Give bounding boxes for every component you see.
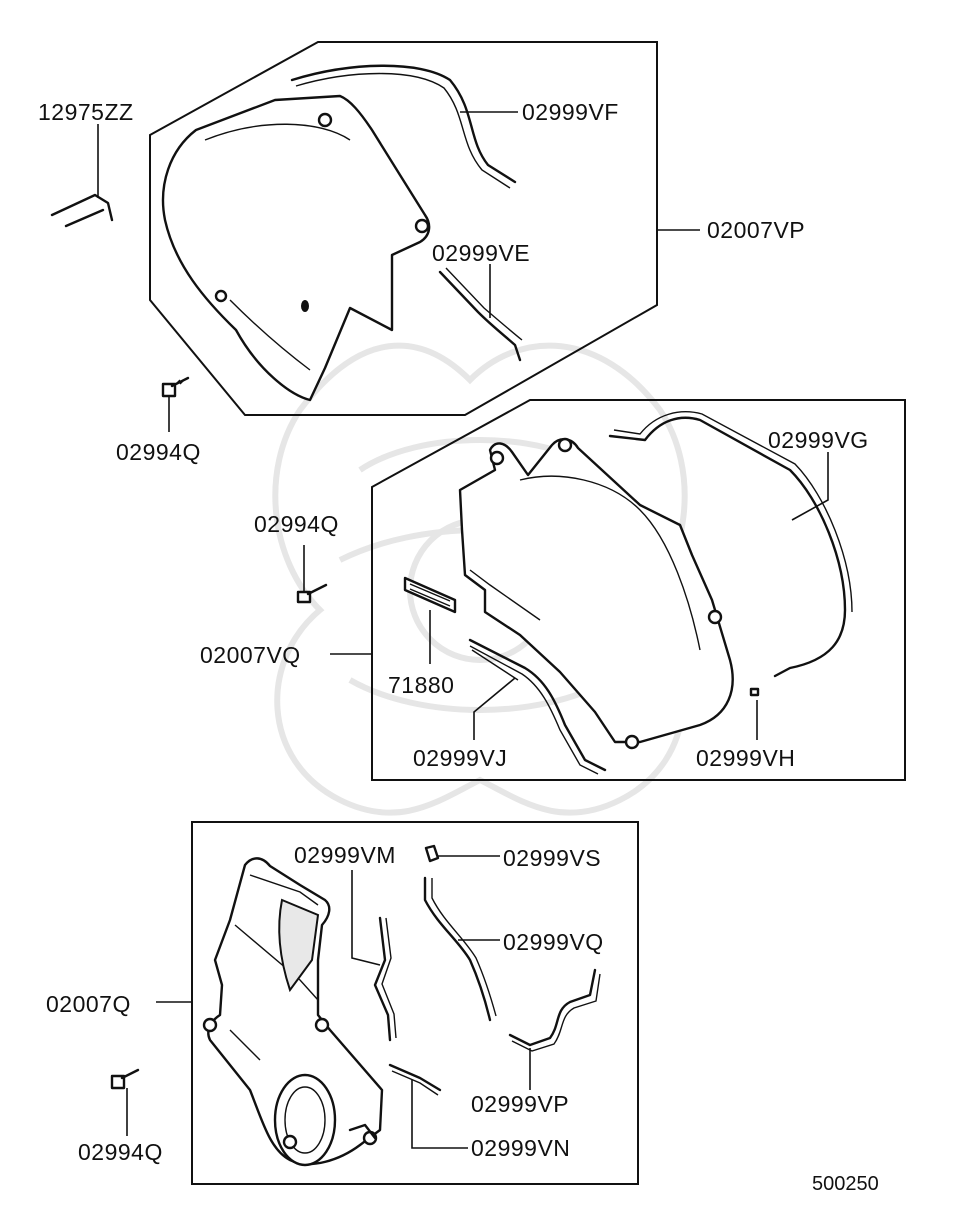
seal-02999VP [508,968,597,1047]
clip-02999VH [749,687,760,697]
cover-rib [278,898,320,993]
label-02999VQ: 02999VQ [503,929,604,955]
label-12975ZZ: 12975ZZ [38,99,134,125]
upper-cover-group: 12975ZZ 02999VF 02007VP 02999VE 02994Q [38,41,805,465]
upper-timing-cover [161,94,431,402]
bolt-02994Q-c [110,1068,140,1090]
middle-timing-cover [458,438,734,744]
label-plate-71880 [403,576,457,614]
middle-cover-frame [371,399,906,781]
seal-02999VG [608,416,847,678]
label-02999VJ: 02999VJ [413,745,507,771]
leader-02999VG [791,452,829,521]
label-02999VM: 02999VM [294,842,396,868]
label-02994Q-c: 02994Q [78,1139,163,1165]
clip-12975ZZ [50,193,114,228]
label-02994Q-b: 02994Q [254,511,339,537]
cover-hole [301,300,309,312]
seal-02999VE [438,270,522,362]
seal-02999VN [388,1063,442,1092]
label-02999VP: 02999VP [471,1091,569,1117]
bolt-hole [414,218,430,234]
label-02999VN: 02999VN [471,1135,570,1161]
label-02007Q: 02007Q [46,991,131,1017]
lower-cover-frame [191,821,639,1185]
label-71880: 71880 [388,672,454,698]
label-02999VG: 02999VG [768,427,869,453]
lower-cover-group: 02999VM 02999VS 02999VQ 02007Q 02999VP 0… [46,821,639,1185]
clip-02999VS [424,844,440,863]
upper-cover-frame [149,41,658,416]
leader-02999VN [411,1080,468,1149]
seal-02999VF [290,64,517,184]
label-02999VE: 02999VE [432,240,530,266]
label-02007VQ: 02007VQ [200,642,301,668]
label-02999VH: 02999VH [696,745,795,771]
bolt-02994Q-a [161,376,190,398]
leader-02999VJ [473,677,516,740]
crank-seal-ring [273,1073,337,1167]
label-02999VS: 02999VS [503,845,601,871]
middle-cover-group: 02999VG 02994Q 02007VQ 71880 02999VJ 029… [200,399,906,781]
seal-02999VQ [423,876,492,1022]
bolt-hole [317,112,333,128]
label-02999VF: 02999VF [522,99,619,125]
seal-02999VM [373,916,392,1042]
leader-02999VM [351,870,381,966]
label-02994Q-a: 02994Q [116,439,201,465]
lower-timing-cover [207,857,384,1166]
label-02007VP: 02007VP [707,217,805,243]
seal-02999VJ [468,638,607,772]
diagram-reference-number: 500250 [812,1173,879,1195]
bolt-hole [214,289,228,303]
